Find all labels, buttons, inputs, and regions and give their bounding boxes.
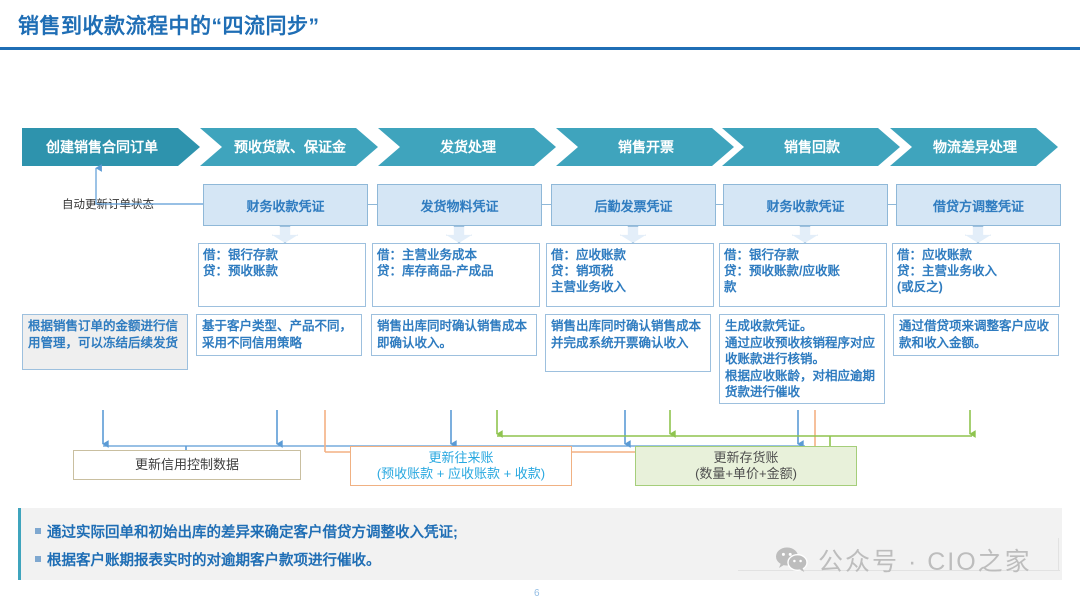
voucher-box-5[interactable]: 借贷方调整凭证 [896,184,1061,226]
description-box-3: 销售出库同时确认销售成本即确认收入。 [371,314,537,356]
stage-label-1: 创建销售合同订单 [46,139,158,155]
voucher-box-4[interactable]: 财务收款凭证 [723,184,888,226]
description-box-5: 生成收款凭证。 通过应收预收核销程序对应收账款进行核销。 根据应收账龄，对相应逾… [719,314,885,404]
summary-line-2: 根据客户账期报表实时的对逾期客户款项进行催收。 [47,553,381,569]
voucher-connector-2 [542,204,551,205]
description-box-6: 通过借贷项来调整客户应收款和收入金额。 [893,314,1059,356]
voucher-box-3[interactable]: 后勤发票凭证 [551,184,716,226]
result-line-1: 更新往来账 [428,450,494,465]
page-title: 销售到收款流程中的“四流同步” [18,15,320,38]
voucher-connector-4 [888,204,896,205]
bullet-icon-2 [35,556,41,562]
result-line-2: (数量+单价+金额) [695,466,797,481]
voucher-label-5: 借贷方调整凭证 [932,198,1024,214]
voucher-label-4: 财务收款凭证 [766,198,845,214]
summary-line-1: 通过实际回单和初始出库的差异来确定客户借贷方调整收入凭证; [47,525,458,541]
result-box-inventory[interactable]: 更新存货账 (数量+单价+金额) [635,446,857,486]
watermark-text: 公众号 · CIO之家 [818,548,1032,576]
voucher-connector-1 [368,204,377,205]
wechat-icon [776,547,808,572]
stage-label-5: 销售回款 [784,139,840,155]
page-number: 6 [534,588,540,599]
result-box-credit[interactable]: 更新信用控制数据 [73,450,301,480]
voucher-label-3: 后勤发票凭证 [594,198,673,214]
stage-label-3: 发货处理 [440,139,496,155]
stage-chevron-2[interactable]: 预收货款、保证金 [200,128,378,166]
entry-box-2: 借：主营业务成本 贷：库存商品-产成品 [372,243,540,307]
voucher-box-2[interactable]: 发货物料凭证 [377,184,542,226]
voucher-label-1: 财务收款凭证 [246,198,325,214]
result-line-1: 更新存货账 [713,450,779,465]
description-box-2: 基于客户类型、产品不同，采用不同信用策略 [196,314,362,356]
stage-chevron-5[interactable]: 销售回款 [722,128,900,166]
bullet-icon-1 [35,528,41,534]
stage-chevron-4[interactable]: 销售开票 [556,128,734,166]
watermark: 公众号 · CIO之家 [775,542,1032,578]
description-box-1: 根据销售订单的金额进行信用管理，可以冻结后续发货 [22,314,188,370]
result-box-ar[interactable]: 更新往来账 (预收账款 + 应收账款 + 收款) [350,446,572,486]
stage-label-4: 销售开票 [618,139,674,155]
result-line-1: 更新信用控制数据 [134,457,239,472]
watermark-divider-vertical [1058,538,1059,571]
stage-chevron-1[interactable]: 创建销售合同订单 [22,128,200,166]
voucher-label-2: 发货物料凭证 [420,198,499,214]
stage-label-6: 物流差异处理 [933,139,1017,155]
stage-label-2: 预收货款、保证金 [234,139,346,155]
watermark-divider [738,570,1060,571]
stage-chevron-3[interactable]: 发货处理 [378,128,556,166]
voucher-box-1[interactable]: 财务收款凭证 [203,184,368,226]
entry-box-4: 借：银行存款 贷：预收账款/应收账 款 [719,243,887,307]
title-divider [0,47,1080,50]
summary-panel: 通过实际回单和初始出库的差异来确定客户借贷方调整收入凭证; 根据客户账期报表实时… [18,508,1062,580]
result-line-2: (预收账款 + 应收账款 + 收款) [376,466,546,481]
entry-box-3: 借：应收账款 贷：销项税 主营业务收入 [546,243,714,307]
voucher-connector-3 [716,204,723,205]
entry-box-5: 借：应收账款 贷：主营业务收入 (或反之) [892,243,1060,307]
entry-box-1: 借：银行存款 贷：预收账款 [198,243,366,307]
auto-update-label: 自动更新订单状态 [62,199,154,211]
description-box-4: 销售出库同时确认销售成本并完成系统开票确认收入 [545,314,711,372]
stage-chevron-6[interactable]: 物流差异处理 [890,128,1058,166]
